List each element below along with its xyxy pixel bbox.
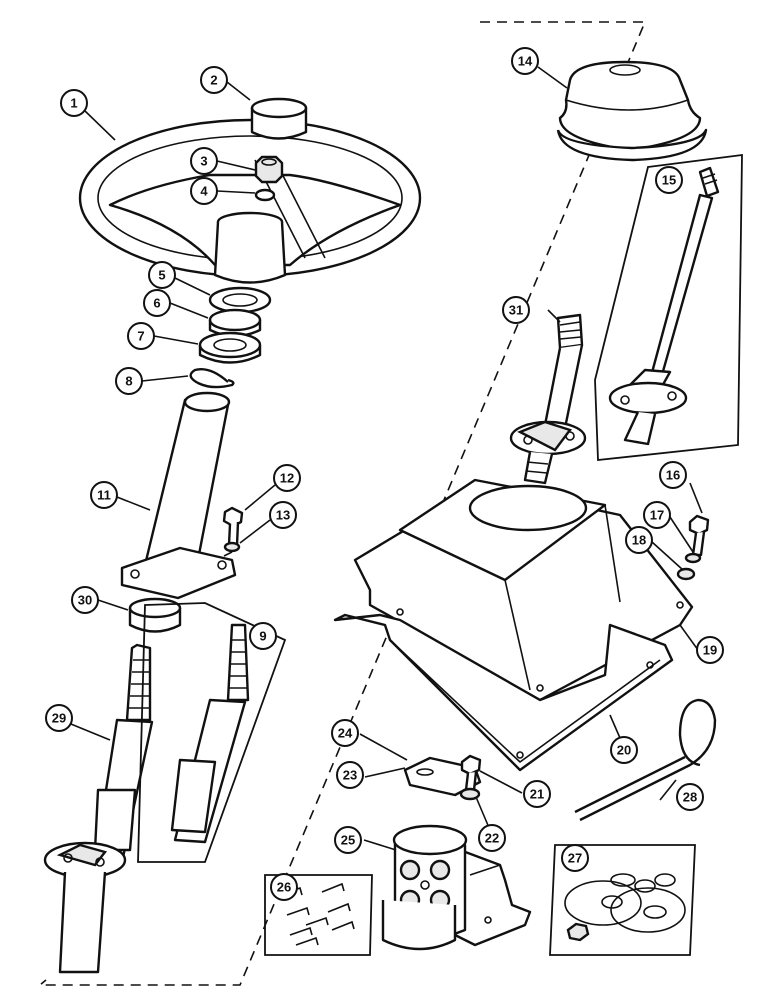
callout-8: 8 xyxy=(115,367,143,395)
callout-23: 23 xyxy=(336,761,364,789)
steering-nut xyxy=(254,155,284,184)
upper-shaft-box xyxy=(594,153,743,461)
svg-text:25: 25 xyxy=(341,833,355,848)
console-lock-washer xyxy=(684,552,702,564)
callout-9: 9 xyxy=(249,622,277,650)
svg-text:27: 27 xyxy=(568,851,582,866)
leader-lines xyxy=(65,66,703,851)
callout-13: 13 xyxy=(269,501,297,529)
callout-31: 31 xyxy=(502,296,530,324)
callout-4: 4 xyxy=(190,177,218,205)
retaining-strap xyxy=(574,698,717,822)
svg-text:9: 9 xyxy=(259,629,266,644)
bearing-spacer xyxy=(208,308,262,338)
callout-1: 1 xyxy=(60,89,88,117)
callout-12: 12 xyxy=(273,464,301,492)
callout-29: 29 xyxy=(45,704,73,732)
bearing-seal xyxy=(208,286,272,314)
callout-11: 11 xyxy=(90,481,118,509)
callout-3: 3 xyxy=(190,147,218,175)
bolt xyxy=(222,506,244,547)
svg-text:28: 28 xyxy=(683,790,697,805)
bracket-washer xyxy=(459,787,481,801)
svg-text:26: 26 xyxy=(277,880,291,895)
callout-16: 16 xyxy=(659,461,687,489)
console-washer xyxy=(676,567,696,581)
callout-20: 20 xyxy=(610,736,638,764)
callout-24: 24 xyxy=(331,719,359,747)
callout-6: 6 xyxy=(143,289,171,317)
svg-text:1: 1 xyxy=(70,96,77,111)
svg-text:11: 11 xyxy=(97,488,111,503)
svg-text:22: 22 xyxy=(485,831,499,846)
svg-text:13: 13 xyxy=(276,508,290,523)
svg-text:16: 16 xyxy=(666,468,680,483)
steering-wheel xyxy=(78,118,422,284)
svg-text:5: 5 xyxy=(158,268,165,283)
callout-5: 5 xyxy=(148,261,176,289)
callout-26: 26 xyxy=(270,873,298,901)
callout-7: 7 xyxy=(127,322,155,350)
seal-kit-box xyxy=(549,844,696,956)
callout-25: 25 xyxy=(334,826,362,854)
alternative-shaft-box xyxy=(137,602,287,863)
callout-14: 14 xyxy=(511,47,539,75)
washer xyxy=(254,188,276,202)
svg-text:7: 7 xyxy=(137,329,144,344)
svg-text:4: 4 xyxy=(200,184,208,199)
svg-text:6: 6 xyxy=(153,296,160,311)
svg-text:21: 21 xyxy=(530,787,544,802)
steering-shaft-upper xyxy=(509,313,587,485)
svg-text:19: 19 xyxy=(703,643,717,658)
callout-21: 21 xyxy=(523,780,551,808)
callout-2: 2 xyxy=(200,66,228,94)
callout-15: 15 xyxy=(655,166,683,194)
callout-19: 19 xyxy=(696,636,724,664)
bracket-bolt xyxy=(460,754,482,792)
console-base-plate xyxy=(333,613,674,772)
circlip xyxy=(189,368,235,389)
svg-text:14: 14 xyxy=(518,54,533,69)
callout-27: 27 xyxy=(561,844,589,872)
lower-steering-shaft xyxy=(43,643,154,974)
callout-22: 22 xyxy=(478,824,506,852)
column-tube xyxy=(120,391,237,600)
svg-text:3: 3 xyxy=(200,154,207,169)
svg-text:30: 30 xyxy=(78,593,92,608)
console-bolt xyxy=(688,514,710,557)
svg-text:17: 17 xyxy=(650,508,664,523)
lock-washer xyxy=(223,541,241,553)
svg-text:31: 31 xyxy=(509,303,523,318)
assembly-dash xyxy=(223,551,233,557)
svg-text:18: 18 xyxy=(632,533,646,548)
callout-18: 18 xyxy=(625,526,653,554)
svg-text:8: 8 xyxy=(125,374,132,389)
svg-text:2: 2 xyxy=(210,73,217,88)
svg-text:20: 20 xyxy=(617,743,631,758)
callout-28: 28 xyxy=(676,783,704,811)
svg-text:15: 15 xyxy=(662,173,676,188)
gaiter-boot xyxy=(556,60,708,162)
svg-text:23: 23 xyxy=(343,768,357,783)
svg-text:12: 12 xyxy=(280,471,294,486)
svg-text:29: 29 xyxy=(52,711,66,726)
callout-17: 17 xyxy=(643,501,671,529)
horn-cap xyxy=(250,97,308,140)
ball-bearing xyxy=(198,331,262,364)
section-divider xyxy=(37,21,647,986)
svg-text:24: 24 xyxy=(338,726,353,741)
steering-control-valve xyxy=(381,824,468,951)
callout-30: 30 xyxy=(71,586,99,614)
